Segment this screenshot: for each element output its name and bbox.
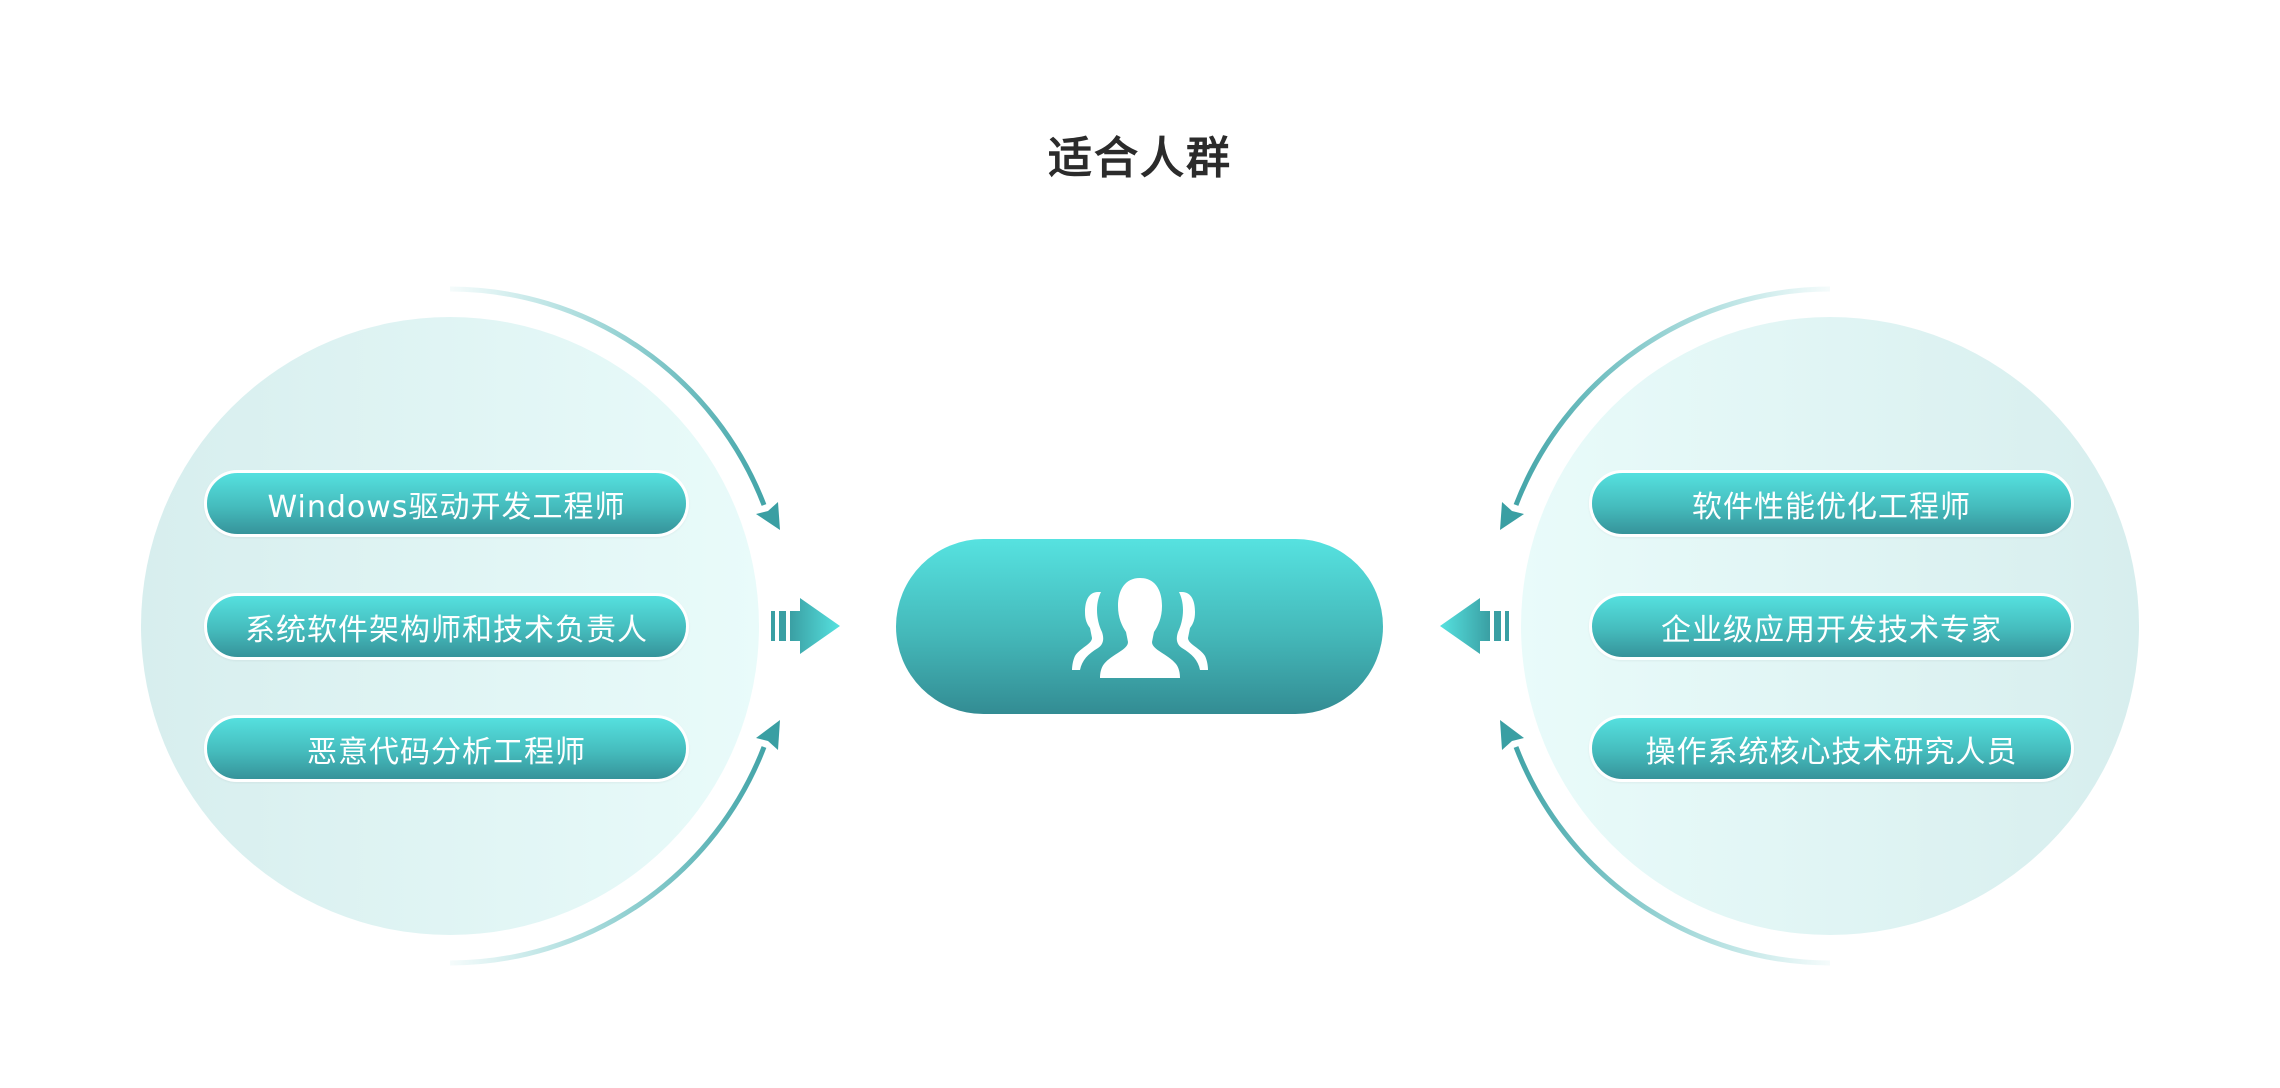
- right-audience-item: 企业级应用开发技术专家: [1589, 593, 2074, 660]
- left-audience-item: 系统软件架构师和技术负责人: [204, 593, 689, 660]
- right-top-arc-arrow: [1500, 286, 1831, 530]
- left-pointing-arrow-icon: [1440, 598, 1509, 654]
- right-audience-item: 操作系统核心技术研究人员: [1589, 715, 2074, 782]
- right-pointing-arrow-icon: [771, 598, 840, 654]
- user-group-icon: [1071, 577, 1208, 678]
- left-audience-item: Windows驱动开发工程师: [204, 470, 689, 537]
- page-title: 适合人群: [1048, 133, 1232, 184]
- left-audience-item: 恶意代码分析工程师: [204, 715, 689, 782]
- center-hub: [896, 539, 1383, 714]
- left-bottom-arc-arrow: [449, 720, 780, 966]
- left-top-arc-arrow: [449, 286, 780, 530]
- right-bottom-arc-arrow: [1500, 720, 1831, 966]
- right-audience-item: 软件性能优化工程师: [1589, 470, 2074, 537]
